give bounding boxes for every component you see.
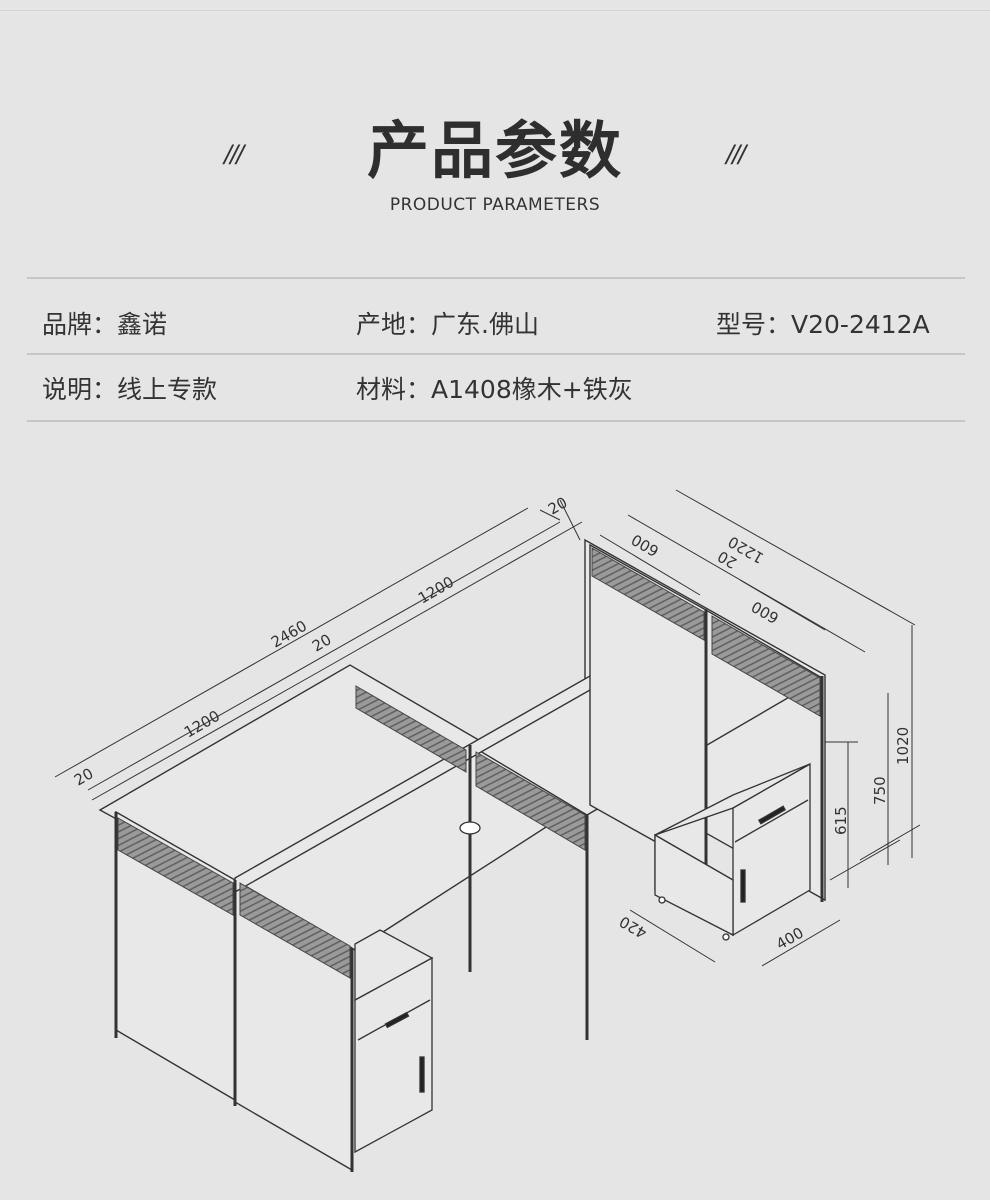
workstation-drawing: 2460 1200 1200 20 20 20 1220 600 600 20 … — [54, 489, 921, 1172]
param-material: 材料：A1408橡木+铁灰 — [356, 370, 633, 406]
divider-3 — [27, 420, 965, 422]
dim-depth-back: 600 — [628, 530, 662, 560]
param-model: 型号：V20-2412A — [716, 305, 930, 341]
param-material-value: A1408橡木+铁灰 — [431, 375, 633, 404]
param-material-label: 材料： — [356, 375, 432, 404]
param-origin-value: 广东.佛山 — [431, 310, 539, 339]
param-brand-value: 鑫诺 — [117, 310, 168, 339]
divider-2 — [27, 353, 965, 355]
louver-panels — [117, 547, 821, 979]
dim-pedestal-height: 615 — [832, 806, 850, 835]
decor-slashes-right: /// — [726, 140, 746, 168]
decor-slashes-left: /// — [224, 140, 244, 168]
dim-total-length: 2460 — [268, 617, 310, 652]
cable-grommet — [459, 821, 481, 835]
page-subtitle: PRODUCT PARAMETERS — [389, 195, 601, 215]
param-desc: 说明：线上专款 — [42, 370, 217, 406]
pedestal-right — [654, 762, 811, 941]
param-origin-label: 产地： — [356, 310, 432, 339]
param-model-label: 型号： — [716, 310, 792, 339]
param-brand-label: 品牌： — [42, 310, 118, 339]
page-title: 产品参数 — [366, 114, 623, 187]
dimension-lines — [54, 489, 921, 967]
divider-1 — [27, 277, 965, 279]
dim-right-desk: 1200 — [415, 573, 457, 608]
dim-pedestal-depth: 420 — [616, 912, 650, 942]
param-desc-label: 说明： — [42, 375, 118, 404]
top-rule — [0, 10, 990, 11]
pedestal-left — [354, 929, 434, 1154]
desk-outline — [98, 538, 826, 1172]
param-desc-value: 线上专款 — [117, 375, 218, 404]
dim-left-desk: 1200 — [181, 707, 223, 742]
param-brand: 品牌：鑫诺 — [42, 305, 167, 341]
dim-desk-height: 750 — [871, 776, 889, 805]
param-model-value: V20-2412A — [791, 310, 930, 339]
dim-screen-height: 1020 — [894, 727, 912, 765]
title-wrap: 产品参数 — [0, 112, 990, 190]
param-origin: 产地：广东.佛山 — [356, 305, 539, 341]
legs-and-frames — [114, 610, 824, 1172]
dim-gap-left: 20 — [71, 764, 97, 789]
